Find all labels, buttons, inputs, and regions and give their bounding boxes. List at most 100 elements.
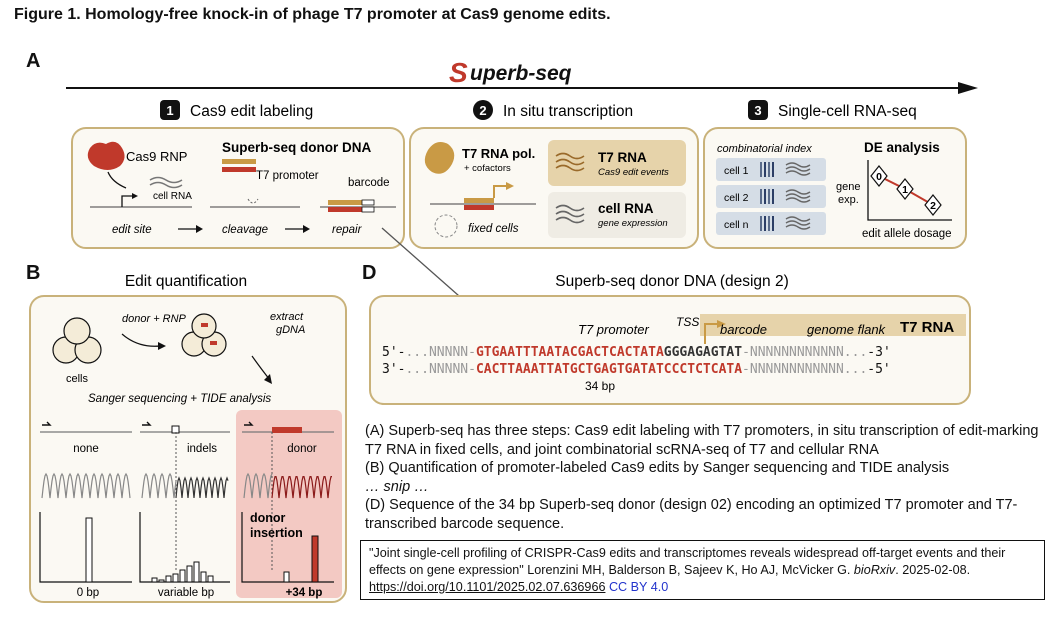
rna-squiggle xyxy=(785,162,811,168)
tss-label: TSS xyxy=(676,315,699,329)
donor-insertion-line1: donor xyxy=(250,511,286,525)
citation-date: . 2025-02-08. xyxy=(895,563,971,577)
cofactors-label: + cofactors xyxy=(464,163,511,174)
caption-b: (B) Quantification of promoter-labeled C… xyxy=(365,460,950,476)
donor-rnp-label: donor + RNP xyxy=(122,313,187,325)
citation-box: "Joint single-cell profiling of CRISPR-C… xyxy=(360,540,1045,600)
cell-row-label: cell n xyxy=(724,219,749,231)
chromatogram-indels-mixed xyxy=(175,476,229,499)
barcode-label-a: barcode xyxy=(348,177,390,189)
top-red: GTGAATTTAATACGACTCACTATA xyxy=(476,345,664,360)
t7-polymerase-icon xyxy=(424,142,455,174)
step-1-header: 1 Cas9 edit labeling xyxy=(160,100,313,120)
tss-arrow-icon xyxy=(717,320,726,328)
de-point-1: 1 xyxy=(896,178,914,200)
barcode-label-d: barcode xyxy=(720,322,767,337)
barcode-stripe xyxy=(764,189,766,204)
exp-label: exp. xyxy=(838,194,859,206)
figure-title: Figure 1. Homology-free knock-in of phag… xyxy=(14,6,611,23)
panel-d-graphic: Superb-seq donor DNA (design 2) T7 promo… xyxy=(369,273,971,405)
t7-rna-band xyxy=(700,314,966,336)
donor-dna-title: Superb-seq donor DNA xyxy=(222,140,372,155)
indel-bar xyxy=(172,573,179,583)
bottom-prefix: 3'- xyxy=(382,362,405,377)
t7-pol-label: T7 RNA pol. xyxy=(462,146,535,161)
donor-highlight xyxy=(236,410,342,598)
repair-label: repair xyxy=(332,224,363,236)
top-n2: -NNNNNNNNNNNN... xyxy=(742,345,867,360)
rna-squiggle xyxy=(785,170,811,176)
fixed-cells-label: fixed cells xyxy=(468,223,519,235)
t7-rna-label-d: T7 RNA xyxy=(900,319,954,336)
cas9-rnp-label: Cas9 RNP xyxy=(126,149,187,164)
cell-row xyxy=(716,185,826,208)
hist-donor-axis: +34 bp xyxy=(286,587,323,599)
top-strand: 5'-...NNNNN-GTGAATTTAATACGACTCACTATAGGGA… xyxy=(382,345,891,360)
svg-text:0: 0 xyxy=(876,171,882,183)
cell-row-label: cell 2 xyxy=(724,192,749,204)
step-2-header: 2 In situ transcription xyxy=(473,100,633,120)
t7-rna-label: T7 RNA xyxy=(598,150,647,165)
step-2-label: In situ transcription xyxy=(503,103,633,120)
hist-donor-axes xyxy=(241,512,334,583)
cell-rows: cell 1 cell 2 cell n xyxy=(716,158,826,235)
figure-caption: (A) Superb-seq has three steps: Cas9 edi… xyxy=(365,422,1045,533)
hist-none-axis: 0 bp xyxy=(77,587,99,599)
bottom-strand: 3'-...NNNNN-CACTTAAATTATGCTGAGTGATATCCCT… xyxy=(382,362,891,377)
hist-indels-bars xyxy=(151,561,214,583)
cell-rna-card-sub: gene expression xyxy=(598,218,668,229)
panel-a-letter: A xyxy=(26,50,41,72)
doi-link[interactable]: https://doi.org/10.1101/2025.02.07.63696… xyxy=(369,580,606,594)
barcode-stripe xyxy=(764,162,766,177)
box-edit-labeling xyxy=(71,127,405,249)
combinatorial-label: combinatorial index xyxy=(717,143,812,155)
barcode-stripe xyxy=(760,162,762,177)
top-prefix: 5'- xyxy=(382,345,405,360)
chromatogram-none xyxy=(41,472,131,499)
t7-promoter-label-d: T7 promoter xyxy=(578,322,649,337)
t7-promoter-label-a: T7 promoter xyxy=(256,170,319,182)
logo-initial: S xyxy=(449,57,468,88)
edit-site-label: edit site xyxy=(112,224,152,236)
chromatogram-donor-clean xyxy=(243,472,273,499)
cells-label: cells xyxy=(66,373,89,385)
bottom-n1: ...NNNNN- xyxy=(405,362,475,377)
panel-b-title: Edit quantification xyxy=(125,273,247,290)
cell-rna-label: cell RNA xyxy=(153,191,192,202)
logo-text: uperb-seq xyxy=(470,62,572,85)
panel-d-title: Superb-seq donor DNA (design 2) xyxy=(555,273,789,290)
step-1-number: 1 xyxy=(166,103,173,118)
chromatogram-donor-mixed xyxy=(271,476,332,499)
panel-b-graphic: Edit quantification cells donor + RNP ex… xyxy=(29,273,347,603)
rna-squiggle xyxy=(785,220,811,226)
barcode-stripe xyxy=(768,216,770,231)
extract-label: extract xyxy=(270,311,304,323)
de-point-0: 0 xyxy=(870,165,888,187)
chromatogram-indels-clean xyxy=(141,472,177,499)
indel-bar xyxy=(207,575,214,583)
caption-d: (D) Sequence of the 34 bp Superb-seq don… xyxy=(365,497,1018,532)
indel-bar xyxy=(193,561,200,583)
fixed-cell-icon xyxy=(434,214,458,238)
col-indels-label: indels xyxy=(187,443,217,455)
barcode-stripe xyxy=(760,189,762,204)
cell-row-label: cell 1 xyxy=(724,165,749,177)
gene-label: gene xyxy=(836,181,860,193)
top-n1: ...NNNNN- xyxy=(405,345,475,360)
license-link[interactable]: CC BY 4.0 xyxy=(608,580,669,594)
top-suffix: -3' xyxy=(867,345,890,360)
indel-bar xyxy=(186,565,193,583)
hist-none-axes xyxy=(39,512,132,583)
step-3-header: 3 Single-cell RNA-seq xyxy=(748,100,917,120)
citation-journal: bioRxiv xyxy=(853,563,896,577)
hist-indels-axis: variable bp xyxy=(158,587,214,599)
cell-row xyxy=(716,212,826,235)
rna-squiggle xyxy=(785,197,811,203)
genome-flank-label: genome flank xyxy=(807,322,887,337)
rna-squiggle xyxy=(785,216,811,222)
bp-label: 34 bp xyxy=(585,379,615,393)
indel-bar xyxy=(200,571,207,583)
citation-text: "Joint single-cell profiling of CRISPR-C… xyxy=(369,546,1006,577)
rna-squiggle xyxy=(785,193,811,199)
bottom-suffix: -5' xyxy=(867,362,890,377)
